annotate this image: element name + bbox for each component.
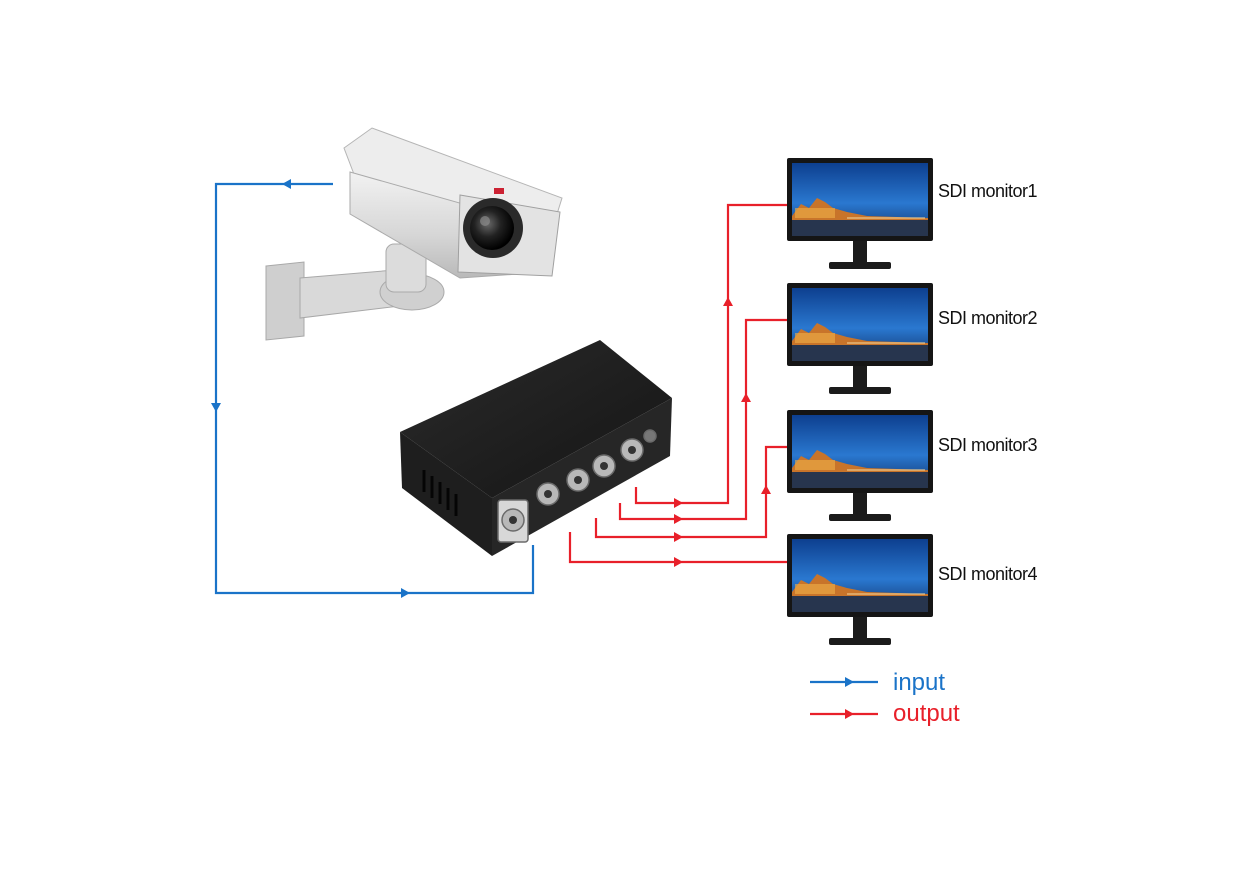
monitor-label-1: SDI monitor1	[938, 181, 1038, 201]
output-path-4	[568, 532, 788, 564]
output-arrowheads	[674, 297, 771, 567]
monitor-label-4: SDI monitor4	[938, 564, 1038, 584]
output-signal-paths	[568, 203, 788, 564]
legend-input-label: input	[893, 669, 946, 696]
output-path-2	[618, 318, 788, 521]
legend	[810, 677, 878, 719]
input-signal-path	[214, 182, 535, 595]
output-path-3	[594, 445, 788, 539]
output-path-1	[634, 203, 788, 505]
monitor-icon	[787, 534, 933, 645]
monitor-group	[787, 158, 933, 645]
legend-input-arrow	[845, 677, 854, 687]
monitor-label-2: SDI monitor2	[938, 308, 1038, 328]
sdi-splitter-box-icon	[400, 340, 672, 556]
monitor-label-3: SDI monitor3	[938, 435, 1038, 455]
monitor-icon	[787, 410, 933, 521]
monitor-icon	[787, 158, 933, 269]
cctv-camera-icon	[265, 127, 563, 341]
legend-output-arrow	[845, 709, 854, 719]
input-arrowheads	[211, 179, 410, 598]
legend-output-label: output	[893, 700, 960, 727]
monitor-icon	[787, 283, 933, 394]
